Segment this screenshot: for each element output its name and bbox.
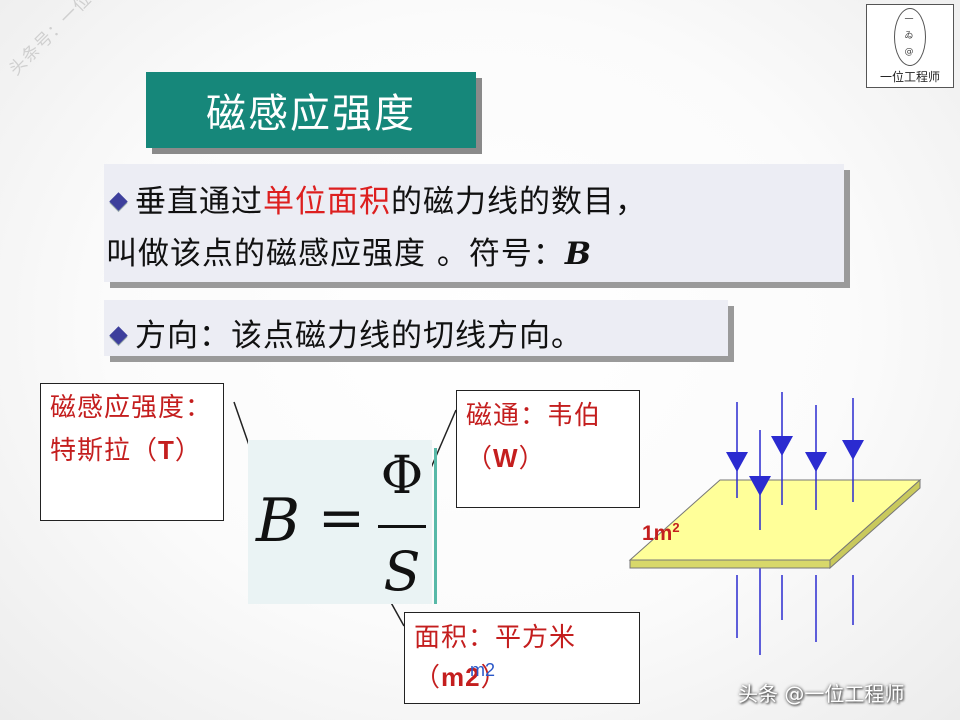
bullet1-line2-text: 叫做该点的磁感应强度 。符号： [106,236,565,272]
formula-numerator: Φ [380,446,424,506]
logo-glyph-top: 一 [904,15,914,25]
field-arrow-icon [842,440,864,460]
bullet2-text: 方向：该点磁力线的切线方向。 [135,318,583,354]
area-label-base: 1m [642,522,673,545]
formula-lhs: B [256,486,301,556]
logo-glyphs: 一 ゐ @ [894,12,924,60]
callout-flux-prefix: （ [466,444,494,474]
callout-area-line2: （m2） [414,657,508,698]
callout-flux-unit: W [493,443,519,473]
callout-flux [456,390,640,508]
field-arrow-icon [749,476,771,496]
callout-area-suffix: ） [480,663,508,693]
fraction-bar [378,525,426,528]
callout-area [404,612,640,704]
callout-b-unit-prefix: 特斯拉（ [50,436,159,466]
bullet1-highlight: 单位面积 [263,184,391,220]
slide-title: 磁感应强度 [206,91,416,137]
callout-flux-suffix: ） [518,444,546,474]
bullet2-box [104,300,728,356]
bullet1-text-after: 的磁力线的数目， [391,184,647,220]
callout-area-overlay: m2 [470,660,496,680]
field-arrows [726,436,864,496]
formula-equals: = [318,486,365,551]
area-label-exp: 2 [672,520,680,535]
flux-diagram [628,392,922,655]
callout-b-unit-suffix: ） [174,436,202,466]
callout-b-unit-line1: 磁感应强度： [50,393,213,423]
callout-flux-line2: （W） [466,438,546,479]
field-arrow-icon [726,452,748,472]
formula-rule [434,448,437,604]
bullet1-line1: 垂直通过单位面积的磁力线的数目， [106,176,647,221]
area-plate-side [829,478,921,570]
callout-flux-line1: 磁通：韦伯 [466,401,602,431]
formula-background [248,440,432,604]
logo-glyph-bottom: @ [904,47,914,57]
bullet2-line: 方向：该点磁力线的切线方向。 [106,310,583,355]
callout-area-prefix: （ [414,663,442,693]
callout-b-unit-unit: T [158,435,175,465]
field-arrow-icon [771,436,793,456]
callout-area-line1: 面积：平方米 [414,623,577,653]
callout-area-unit: m2 [441,662,481,692]
title-box: 磁感应强度 [146,72,476,148]
logo-oval [894,8,926,66]
logo: 一 ゐ @ 一位工程师 [866,4,954,88]
area-plate-edge [629,559,831,569]
callout-b-unit [40,383,224,521]
bullet1-text-before: 垂直通过 [135,184,263,220]
bullet1-box [104,164,844,282]
field-arrow-icon [805,452,827,472]
symbol-b: B [564,236,593,272]
bullet1-line2: 叫做该点的磁感应强度 。符号：B [106,228,592,273]
logo-text: 一位工程师 [879,70,940,84]
bottom-watermark: 头条 @一位工程师 [738,682,905,706]
area-label: 1m2 [642,520,680,546]
logo-glyph-mid: ゐ [904,31,914,41]
callout-b-unit-line2: 特斯拉（T） [50,430,202,471]
formula-denominator: S [383,540,421,603]
